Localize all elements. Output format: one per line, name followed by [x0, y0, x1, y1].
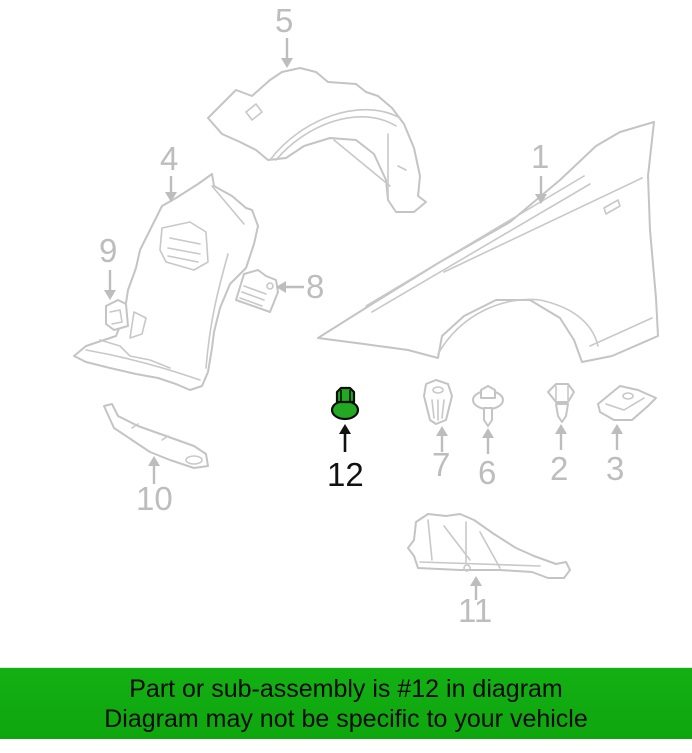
svg-text:1: 1: [531, 138, 549, 175]
part-12-flange-nut[interactable]: [330, 386, 360, 421]
part-info-banner: Part or sub-assembly is #12 in diagram D…: [0, 667, 692, 739]
svg-text:4: 4: [160, 140, 178, 177]
callout-2: 2: [550, 424, 568, 487]
svg-text:5: 5: [275, 2, 293, 39]
svg-text:6: 6: [478, 454, 496, 491]
svg-text:11: 11: [458, 592, 492, 629]
callout-5: 5: [275, 2, 293, 68]
svg-text:2: 2: [550, 450, 568, 487]
svg-text:7: 7: [432, 446, 450, 483]
callout-3: 3: [606, 424, 624, 487]
part-11-lower-shield[interactable]: [407, 513, 571, 579]
callout-8: 8: [276, 268, 324, 305]
callout-9: 9: [99, 232, 117, 300]
part-1-fender[interactable]: [317, 121, 659, 363]
part-2-hex-bolt[interactable]: [547, 383, 575, 423]
svg-text:10: 10: [136, 480, 173, 517]
part-10-bracket[interactable]: [103, 403, 209, 469]
svg-text:12: 12: [327, 456, 364, 493]
part-9-clip[interactable]: [105, 299, 129, 331]
part-4-fender-liner[interactable]: [73, 173, 259, 391]
callout-10: 10: [136, 456, 173, 517]
part-7-expansion-nut[interactable]: [423, 379, 453, 425]
callout-4: 4: [160, 140, 178, 202]
banner-disclaimer: Diagram may not be specific to your vehi…: [104, 704, 588, 733]
part-8-access-cover[interactable]: [235, 269, 279, 313]
part-5-fender-liner[interactable]: [207, 67, 427, 213]
svg-text:9: 9: [99, 232, 117, 269]
callout-11: 11: [458, 576, 492, 629]
callout-12: 12: [327, 424, 364, 493]
svg-text:3: 3: [606, 450, 624, 487]
svg-text:8: 8: [306, 268, 324, 305]
part-6-flange-screw[interactable]: [472, 385, 504, 427]
banner-part-reference: Part or sub-assembly is #12 in diagram: [129, 674, 563, 703]
callout-7: 7: [432, 426, 450, 483]
callout-6: 6: [478, 428, 496, 491]
callout-1: 1: [531, 138, 549, 204]
part-3-clip-nut[interactable]: [597, 385, 657, 421]
parts-diagram: 5 4 9 8: [73, 2, 659, 629]
